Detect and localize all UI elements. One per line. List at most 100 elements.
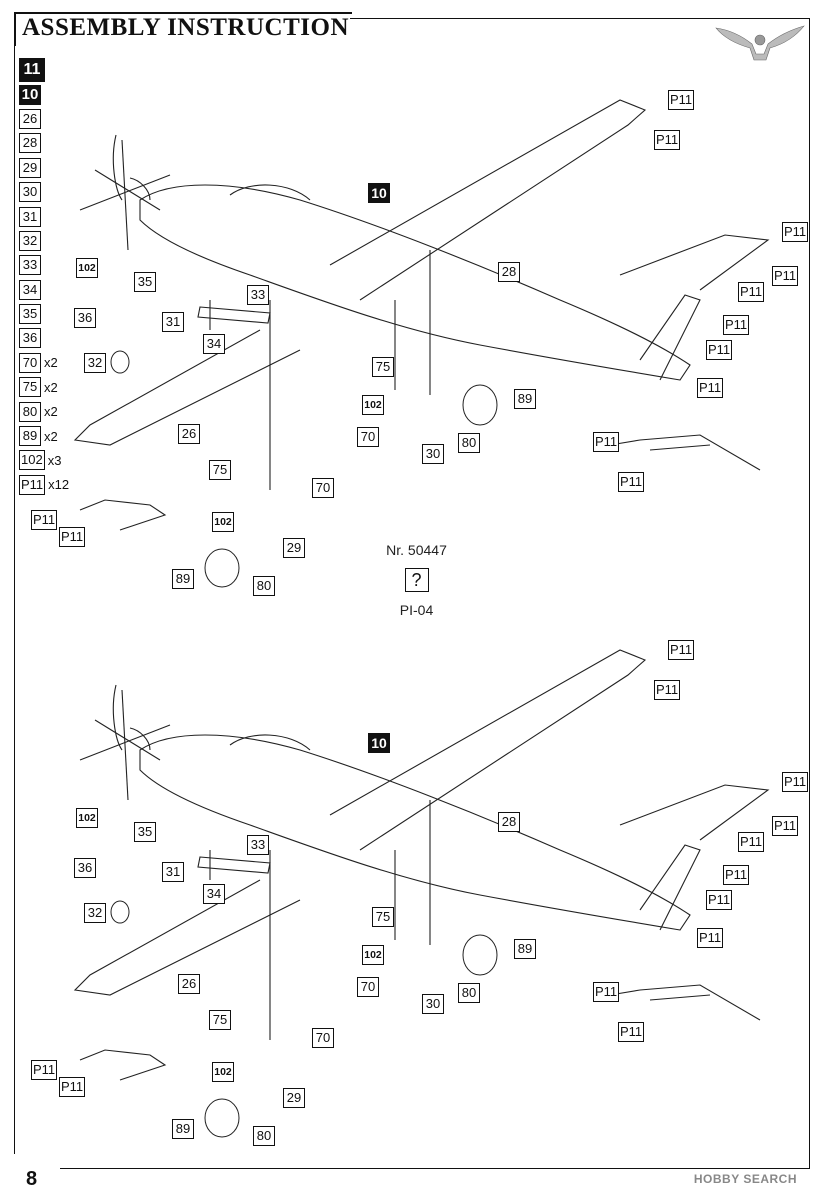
part-number-box: 26 <box>19 108 41 129</box>
decal-label: P11 <box>782 222 809 242</box>
decal-label: P11 <box>618 472 645 492</box>
part-quantity: x12 <box>48 477 70 493</box>
part-label: 30 <box>422 444 444 464</box>
part-label: 89 <box>172 1119 194 1139</box>
frame-left-line <box>14 44 15 1154</box>
part-label: 29 <box>283 1088 305 1108</box>
decal-label: P11 <box>668 90 695 110</box>
part-number-box: 33 <box>19 255 41 276</box>
question-mark-icon: ? <box>404 568 429 592</box>
part-quantity: x2 <box>44 428 58 444</box>
part-number-box: 32 <box>19 230 41 251</box>
part-quantity: x3 <box>47 452 62 468</box>
decal-label: P11 <box>59 527 86 547</box>
part-quantity: x2 <box>44 404 58 420</box>
page-number: 8 <box>26 1168 38 1190</box>
part-label: 33 <box>247 285 269 305</box>
part-label: 75 <box>372 357 394 377</box>
parts-list-item: 34 <box>19 278 109 302</box>
step-index-row: 10 <box>19 82 109 106</box>
decal-label: P11 <box>738 282 765 302</box>
decal-label: P11 <box>706 890 733 910</box>
model-code-text: PI-04 <box>399 602 434 618</box>
part-label: 75 <box>209 1010 231 1030</box>
part-label: 89 <box>514 939 536 959</box>
part-number-box: 28 <box>19 133 41 154</box>
frame-top-line <box>350 18 810 19</box>
part-label: 89 <box>514 389 536 409</box>
kit-number: Nr. 50447 <box>0 542 833 560</box>
parts-list-item: 28 <box>19 131 109 155</box>
frame-right-line <box>809 18 810 1168</box>
part-label: 31 <box>162 312 184 332</box>
part-label: 80 <box>253 576 275 596</box>
decal-label: P11 <box>697 928 724 948</box>
part-label: 35 <box>134 272 156 292</box>
decal-label: P11 <box>59 1077 86 1097</box>
part-label: 75 <box>372 907 394 927</box>
part-label: 32 <box>84 903 106 923</box>
decal-label: P11 <box>772 816 799 836</box>
part-label: 32 <box>84 353 106 373</box>
decal-label: P11 <box>593 982 620 1002</box>
decal-label: P11 <box>723 865 750 885</box>
part-label: 34 <box>203 334 225 354</box>
part-label: 102 <box>212 1062 234 1082</box>
decal-label: P11 <box>697 378 724 398</box>
decal-label: P11 <box>668 640 695 660</box>
step-number-badge: 10 <box>19 84 41 105</box>
decal-label: P11 <box>738 832 765 852</box>
step-number-badge: 10 <box>368 733 390 753</box>
parts-list-item: 32 <box>19 229 109 253</box>
part-label: 102 <box>362 395 384 415</box>
decal-label: P11 <box>618 1022 645 1042</box>
part-number-box: 34 <box>19 279 41 300</box>
part-label: 102 <box>362 945 384 965</box>
part-label: 36 <box>74 858 96 878</box>
part-label: 89 <box>172 569 194 589</box>
part-label: 70 <box>312 478 334 498</box>
model-code: PI-04 <box>0 602 833 620</box>
watermark: HOBBY SEARCH <box>693 1172 797 1186</box>
part-label: 34 <box>203 884 225 904</box>
step-number-badge: 10 <box>368 183 390 203</box>
parts-list-item: 33 <box>19 253 109 277</box>
part-label: 35 <box>134 822 156 842</box>
parts-list-item: 36 <box>19 326 109 350</box>
part-label: 29 <box>283 538 305 558</box>
part-label: 70 <box>357 427 379 447</box>
part-label: 102 <box>76 808 98 828</box>
part-label: 26 <box>178 424 200 444</box>
part-label: 102 <box>76 258 98 278</box>
step-number-badge: 11 <box>19 58 45 83</box>
part-number-box: 70 <box>19 352 41 373</box>
parts-list-item: 26 <box>19 107 109 131</box>
part-label: 80 <box>458 983 480 1003</box>
decal-label: P11 <box>654 130 681 150</box>
header-frame <box>14 12 352 46</box>
decal-label: P11 <box>31 1060 58 1080</box>
parts-list-item: 30 <box>19 180 109 204</box>
part-label: 28 <box>498 262 520 282</box>
part-number-box: 30 <box>19 182 41 203</box>
part-label: 80 <box>458 433 480 453</box>
part-label: 102 <box>212 512 234 532</box>
part-number-box: 80 <box>19 401 41 422</box>
help-icon-wrap: ? <box>0 568 833 592</box>
decal-label: P11 <box>706 340 733 360</box>
decal-label: P11 <box>593 432 620 452</box>
frame-bottom-line <box>60 1168 810 1169</box>
part-number-box: 36 <box>19 328 41 349</box>
parts-list-item: 35 <box>19 302 109 326</box>
decal-label: P11 <box>782 772 809 792</box>
part-number-box: 89 <box>19 426 41 447</box>
